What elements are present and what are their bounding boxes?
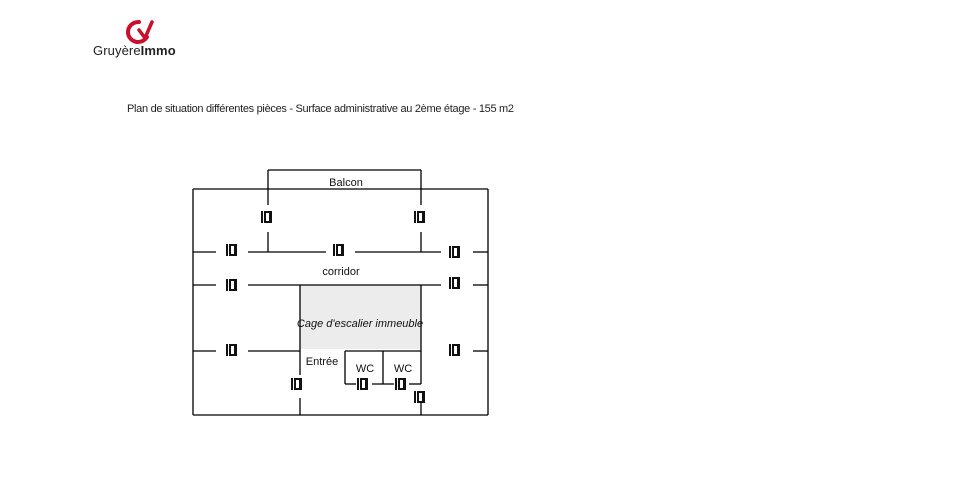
door-icon [261,211,272,223]
door-icon [414,211,425,223]
company-logo: GruyèreImmo [93,18,193,60]
balcony-label: Balcon [329,177,363,189]
door-icon [333,244,344,256]
door-icon [449,277,460,289]
door-icon [226,279,237,291]
door-icon [226,344,237,356]
logo-name-regular: Gruyère [93,43,141,58]
door-icon [291,378,302,390]
gruyereimmo-logo-icon [125,20,154,44]
logo-name-bold: Immo [140,43,176,58]
door-icon [449,246,460,258]
wc-left-label: WC [356,363,374,375]
wc-right-label: WC [394,363,412,375]
door-icon [357,378,368,390]
door-icon [226,244,237,256]
stairwell-area [300,285,421,349]
logo-wordmark: GruyèreImmo [93,43,176,58]
door-icon [414,391,425,403]
stairwell-label: Cage d'escalier immeuble [297,318,423,330]
corridor-label: corridor [322,266,360,278]
walls [192,169,489,416]
entrance-label: Entrée [306,356,338,368]
door-icon [449,344,460,356]
plan-title: Plan de situation différentes pièces - S… [127,103,514,115]
door-icon [395,378,406,390]
